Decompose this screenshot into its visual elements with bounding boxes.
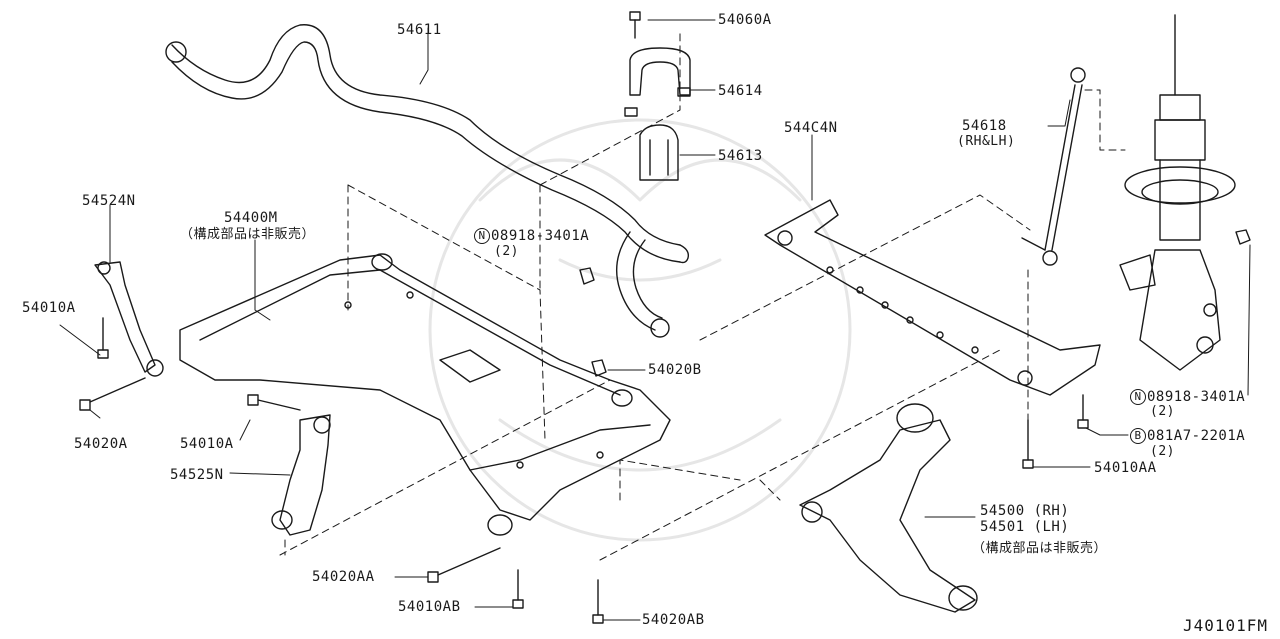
callout-54020AB: 54020AB xyxy=(642,612,705,628)
lower-control-arm xyxy=(799,403,978,613)
callout-081A7-number: 081A7-2201A xyxy=(1147,428,1246,444)
callout-08918-right-number: 08918-3401A xyxy=(1147,389,1246,405)
callout-54525N: 54525N xyxy=(170,467,224,483)
nut-54020B xyxy=(591,359,607,377)
bolt-54010AB xyxy=(512,569,524,609)
callout-54400M: 54400M xyxy=(224,210,278,226)
watermark-logo xyxy=(428,118,852,542)
callout-54060A: 54060A xyxy=(718,12,772,28)
bolt-54010AA xyxy=(1022,419,1034,469)
callout-54524N: 54524N xyxy=(82,193,136,209)
callout-08918-left-number: 08918-3401A xyxy=(491,228,590,244)
callout-54613: 54613 xyxy=(718,148,763,164)
callout-54010AB: 54010AB xyxy=(398,599,461,615)
bolt-54010A-center xyxy=(247,394,301,411)
nut-08918-left xyxy=(579,267,595,285)
strut-nut xyxy=(1235,229,1251,245)
bolt-081A7 xyxy=(1077,394,1089,429)
callout-54020AA: 54020AA xyxy=(312,569,375,585)
callout-54020B: 54020B xyxy=(648,362,702,378)
callout-544C4N: 544C4N xyxy=(784,120,838,136)
b-prefix-icon: B xyxy=(1130,428,1146,444)
callout-54614: 54614 xyxy=(718,83,763,99)
leader-lines xyxy=(59,19,1251,621)
callout-54618: 54618 xyxy=(962,118,1007,134)
stabilizer-bushing xyxy=(639,124,679,181)
bracket-bolt xyxy=(629,11,641,39)
assembly-dashed-lines xyxy=(279,31,1126,561)
bolt-54020A xyxy=(79,377,146,411)
callout-08918-left-qty: (2) xyxy=(494,244,519,259)
strut-assembly xyxy=(1119,14,1236,371)
callout-54611: 54611 xyxy=(397,22,442,38)
bolt-54020AB xyxy=(592,579,604,624)
bolt-54020AA xyxy=(427,547,501,583)
callout-54500: 54500 (RH) xyxy=(980,503,1070,519)
callout-54010A-left: 54010A xyxy=(22,300,76,316)
callout-54400M-note: （構成部品は非販売） xyxy=(180,227,316,242)
cross-member xyxy=(764,199,1101,396)
callout-54500-note: （構成部品は非販売） xyxy=(972,541,1108,556)
callout-54010A-center: 54010A xyxy=(180,436,234,452)
callout-54501: 54501 (LH) xyxy=(980,519,1070,535)
stabilizer-link xyxy=(1021,67,1086,266)
callout-081A7-qty: (2) xyxy=(1150,444,1175,459)
stabilizer-bar xyxy=(165,24,690,338)
n-prefix-icon: N xyxy=(1130,389,1146,405)
callout-08918-right-qty: (2) xyxy=(1150,404,1175,419)
front-subframe xyxy=(179,253,671,536)
lower-mount-bracket xyxy=(271,414,331,536)
callout-54618-qualifier: (RH&LH) xyxy=(957,134,1016,149)
callout-54020A: 54020A xyxy=(74,436,128,452)
n-prefix-icon: N xyxy=(474,228,490,244)
upper-mount-bracket xyxy=(94,261,164,377)
callout-54010AA: 54010AA xyxy=(1094,460,1157,476)
figure-id: J40101FM xyxy=(1182,616,1268,635)
bolt-54010A-left xyxy=(97,317,109,359)
